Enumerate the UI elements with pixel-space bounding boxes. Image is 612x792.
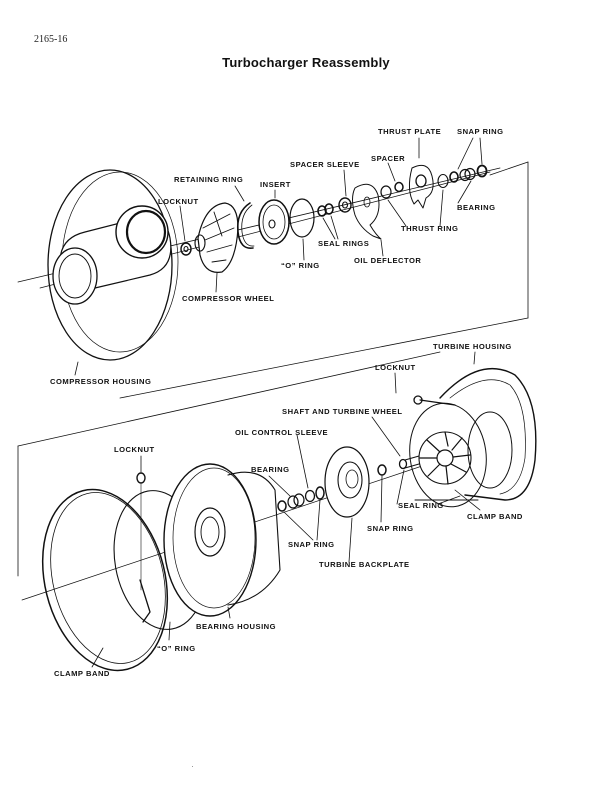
clamp-band <box>41 488 169 672</box>
retaining-ring <box>236 202 254 249</box>
label-oil-deflector: OIL DEFLECTOR <box>354 256 422 265</box>
label-compressor-housing: COMPRESSOR HOUSING <box>50 377 152 386</box>
label-thrust-plate: THRUST PLATE <box>378 127 442 136</box>
thrust-plate <box>408 164 434 209</box>
page-number: 2165-16 <box>34 34 68 45</box>
oil-control-sleeve <box>304 489 316 503</box>
compressor-housing <box>47 169 179 361</box>
label-bearing-lower: BEARING <box>251 465 290 474</box>
label-seal-ring: SEAL RING <box>398 501 444 510</box>
upper-locknut <box>180 242 192 256</box>
label-bearing-upper: BEARING <box>457 203 496 212</box>
spacer-sleeve <box>338 197 352 213</box>
label-retaining-ring: RETAINING RING <box>174 175 244 184</box>
label-thrust-ring: THRUST RING <box>401 224 459 233</box>
label-shaft-and-turbine-wheel: SHAFT AND TURBINE WHEEL <box>282 407 403 416</box>
label-bearing-housing: BEARING HOUSING <box>196 622 277 631</box>
label-spacer: SPACER <box>371 154 406 163</box>
label-locknut-clamp: LOCKNUT <box>114 445 155 454</box>
upper-snap-ring <box>476 164 488 178</box>
upper-bearing <box>459 167 476 182</box>
label-seal-rings: SEAL RINGS <box>318 239 370 248</box>
label-compressor-wheel: COMPRESSOR WHEEL <box>182 294 275 303</box>
insert <box>258 199 290 245</box>
spacer <box>394 181 404 193</box>
turbine-clamp-band <box>409 402 487 508</box>
lower-snap-ring-a <box>277 500 287 512</box>
turbine-backplate <box>324 446 370 518</box>
seal-ring <box>398 458 408 470</box>
thrust-ring <box>437 173 449 189</box>
lower-left-locknut <box>136 472 146 591</box>
scan-speck <box>192 766 193 767</box>
lower-bearing <box>287 493 305 509</box>
label-turbine-housing: TURBINE HOUSING <box>433 342 512 351</box>
backplate-snap-ring <box>377 464 387 476</box>
compressor-wheel <box>194 202 239 273</box>
label-clamp-band-turbine: CLAMP BAND <box>467 512 523 521</box>
label-spacer-sleeve: SPACER SLEEVE <box>290 160 360 169</box>
upper-leaders <box>74 137 483 376</box>
page-title: Turbocharger Reassembly <box>222 55 390 70</box>
label-locknut-upper: LOCKNUT <box>158 197 199 206</box>
upper-o-ring <box>289 198 315 238</box>
bearing-housing <box>163 463 281 617</box>
upper-snap-ring-inner <box>449 171 459 183</box>
upper-thrust-ring <box>380 185 392 199</box>
turbine-wheel <box>418 431 472 485</box>
label-snap-ring: SNAP RING <box>457 127 504 136</box>
oil-deflector <box>352 183 382 240</box>
lower-snap-ring-b <box>315 486 325 500</box>
label-oil-control-sleeve: OIL CONTROL SLEEVE <box>235 428 329 437</box>
label-clamp-band: CLAMP BAND <box>54 669 110 678</box>
label-snap-ring-backplate: SNAP RING <box>367 524 414 533</box>
label-insert: INSERT <box>260 180 291 189</box>
lower-panel-frame <box>17 351 441 577</box>
label-snap-ring-bearing: SNAP RING <box>288 540 335 549</box>
label-locknut-turbine: LOCKNUT <box>375 363 416 372</box>
label-turbine-backplate: TURBINE BACKPLATE <box>319 560 410 569</box>
label-o-ring-upper: “O” RING <box>281 261 320 270</box>
lower-leaders <box>91 351 481 668</box>
label-o-ring-lower: “O” RING <box>157 644 196 653</box>
seal-rings <box>317 203 334 217</box>
